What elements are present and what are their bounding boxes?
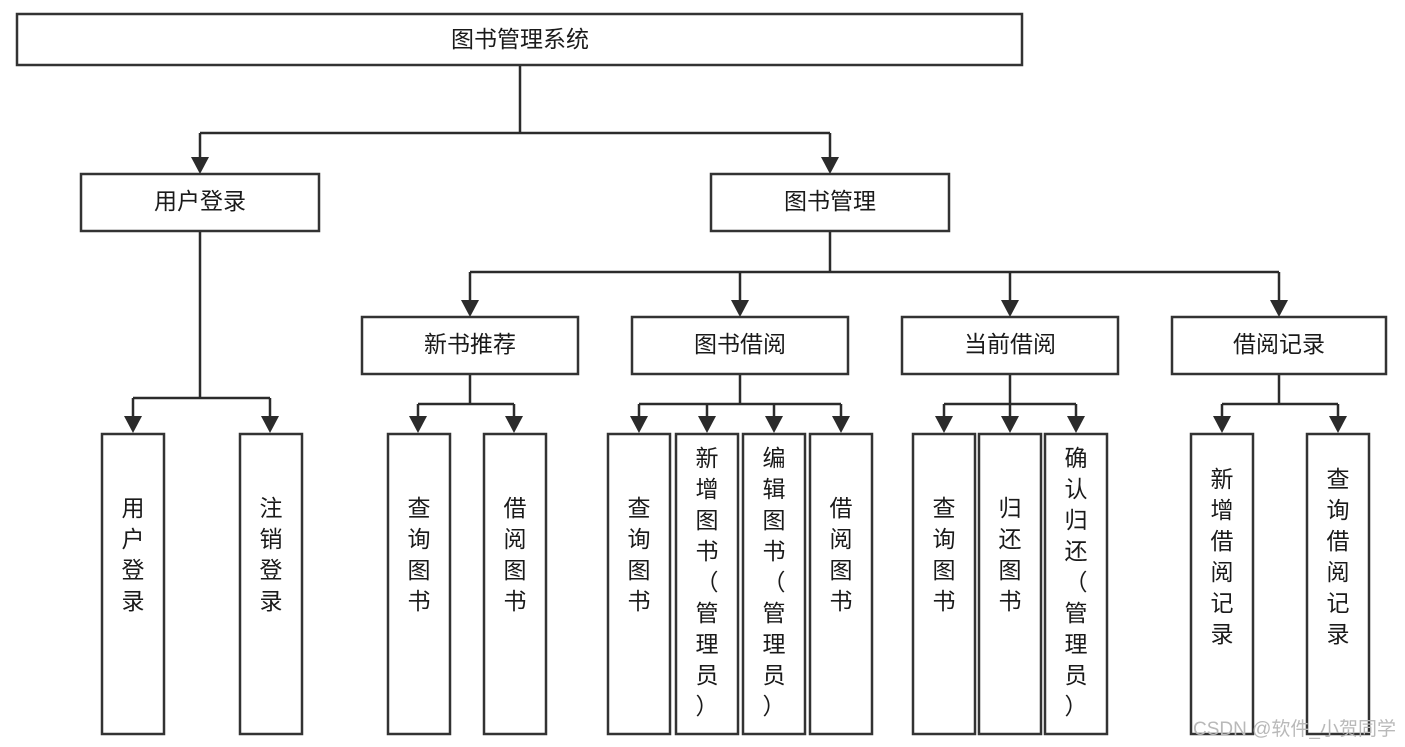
- node-leaf-add-book-box[interactable]: [674, 432, 740, 736]
- node-leaf-confirm-return[interactable]: 确认归还（管理员）: [1043, 432, 1109, 736]
- connector-group-book-borrow: [630, 374, 850, 433]
- node-leaf-add-book-label: 新增图书（管理员）: [696, 445, 719, 719]
- node-book-manage-label: 图书管理: [784, 188, 876, 214]
- node-leaf-query-book-2-box[interactable]: [606, 432, 672, 736]
- node-leaf-query-book-2-label: 查询图书: [628, 495, 651, 614]
- connector-group-user-login: [124, 231, 279, 433]
- arrow-head-leaf-logout: [261, 416, 279, 433]
- node-borrow-record[interactable]: 借阅记录: [1170, 315, 1388, 376]
- node-leaf-user-login[interactable]: 用户登录: [100, 432, 166, 736]
- node-current-borrow-box[interactable]: [900, 315, 1120, 376]
- node-leaf-query-record-label: 查询借阅记录: [1327, 466, 1350, 647]
- node-leaf-add-record-label: 新增借阅记录: [1211, 466, 1234, 647]
- node-leaf-confirm-return-label: 确认归还（管理员）: [1065, 445, 1088, 719]
- node-leaf-user-login-label: 用户登录: [122, 495, 145, 614]
- arrow-head-leaf-query-book-2: [630, 416, 648, 433]
- node-book-manage-box[interactable]: [709, 172, 951, 233]
- node-root-box[interactable]: [15, 12, 1024, 67]
- arrow-head-leaf-add-record: [1213, 416, 1231, 433]
- csdn-watermark: CSDN @软件_小贺同学: [1193, 718, 1396, 740]
- node-user-login[interactable]: 用户登录: [79, 172, 321, 233]
- node-leaf-return-book-label: 归还图书: [999, 495, 1022, 614]
- connector-group-book-manage: [461, 231, 1288, 317]
- arrow-head-borrow-record: [1270, 300, 1288, 317]
- node-leaf-confirm-return-box[interactable]: [1043, 432, 1109, 736]
- node-leaf-borrow-book-1[interactable]: 借阅图书: [482, 432, 548, 736]
- arrow-head-leaf-confirm-return: [1067, 416, 1085, 433]
- node-leaf-logout-label: 注销登录: [260, 495, 283, 614]
- arrow-head-book-borrow: [731, 300, 749, 317]
- connector-group-current-borrow: [935, 374, 1085, 433]
- node-new-book-rec[interactable]: 新书推荐: [360, 315, 580, 376]
- node-leaf-borrow-book-2-box[interactable]: [808, 432, 874, 736]
- node-book-manage[interactable]: 图书管理: [709, 172, 951, 233]
- node-leaf-add-book[interactable]: 新增图书（管理员）: [674, 432, 740, 736]
- connector-group-borrow-record: [1213, 374, 1347, 433]
- node-leaf-edit-book[interactable]: 编辑图书（管理员）: [741, 432, 807, 736]
- arrow-head-new-book-rec: [461, 300, 479, 317]
- node-leaf-edit-book-box[interactable]: [741, 432, 807, 736]
- arrow-head-user-login: [191, 157, 209, 174]
- node-leaf-logout-box[interactable]: [238, 432, 304, 736]
- node-book-borrow-label: 图书借阅: [694, 331, 786, 357]
- node-new-book-rec-box[interactable]: [360, 315, 580, 376]
- node-leaf-query-record[interactable]: 查询借阅记录: [1305, 432, 1371, 736]
- node-leaf-query-book-3-label: 查询图书: [933, 495, 956, 614]
- node-leaf-add-record-box[interactable]: [1189, 432, 1255, 736]
- node-leaf-borrow-book-2-label: 借阅图书: [830, 495, 853, 614]
- node-current-borrow[interactable]: 当前借阅: [900, 315, 1120, 376]
- node-root[interactable]: 图书管理系统: [15, 12, 1024, 67]
- connector-group-root: [191, 65, 839, 174]
- node-leaf-query-book-2[interactable]: 查询图书: [606, 432, 672, 736]
- node-leaf-borrow-book-1-box[interactable]: [482, 432, 548, 736]
- arrow-head-leaf-borrow-book-2: [832, 416, 850, 433]
- node-user-login-box[interactable]: [79, 172, 321, 233]
- node-leaf-query-book-3-box[interactable]: [911, 432, 977, 736]
- arrow-head-leaf-user-login: [124, 416, 142, 433]
- node-root-label: 图书管理系统: [451, 26, 589, 52]
- arrow-head-leaf-return-book: [1001, 416, 1019, 433]
- node-leaf-add-record[interactable]: 新增借阅记录: [1189, 432, 1255, 736]
- node-user-login-label: 用户登录: [154, 188, 246, 214]
- arrow-head-leaf-add-book: [698, 416, 716, 433]
- node-leaf-query-book-1-box[interactable]: [386, 432, 452, 736]
- node-leaf-edit-book-label: 编辑图书（管理员）: [763, 445, 786, 719]
- node-leaf-query-record-box[interactable]: [1305, 432, 1371, 736]
- node-leaf-query-book-1-label: 查询图书: [408, 495, 431, 614]
- node-leaf-borrow-book-1-label: 借阅图书: [504, 495, 527, 614]
- node-current-borrow-label: 当前借阅: [964, 331, 1056, 357]
- arrow-head-leaf-query-book-3: [935, 416, 953, 433]
- arrow-head-leaf-query-record: [1329, 416, 1347, 433]
- connector-group-new-book-rec: [409, 374, 523, 433]
- arrow-head-leaf-edit-book: [765, 416, 783, 433]
- node-leaf-user-login-box[interactable]: [100, 432, 166, 736]
- node-leaf-return-book-box[interactable]: [977, 432, 1043, 736]
- node-leaf-logout[interactable]: 注销登录: [238, 432, 304, 736]
- node-leaf-query-book-3[interactable]: 查询图书: [911, 432, 977, 736]
- arrow-head-current-borrow: [1001, 300, 1019, 317]
- arrow-head-leaf-borrow-book-1: [505, 416, 523, 433]
- arrow-head-book-manage: [821, 157, 839, 174]
- node-leaf-borrow-book-2[interactable]: 借阅图书: [808, 432, 874, 736]
- node-borrow-record-box[interactable]: [1170, 315, 1388, 376]
- node-leaf-return-book[interactable]: 归还图书: [977, 432, 1043, 736]
- arrow-head-leaf-query-book-1: [409, 416, 427, 433]
- node-borrow-record-label: 借阅记录: [1233, 331, 1325, 357]
- node-book-borrow[interactable]: 图书借阅: [630, 315, 850, 376]
- node-leaf-query-book-1[interactable]: 查询图书: [386, 432, 452, 736]
- node-book-borrow-box[interactable]: [630, 315, 850, 376]
- node-new-book-rec-label: 新书推荐: [424, 331, 516, 357]
